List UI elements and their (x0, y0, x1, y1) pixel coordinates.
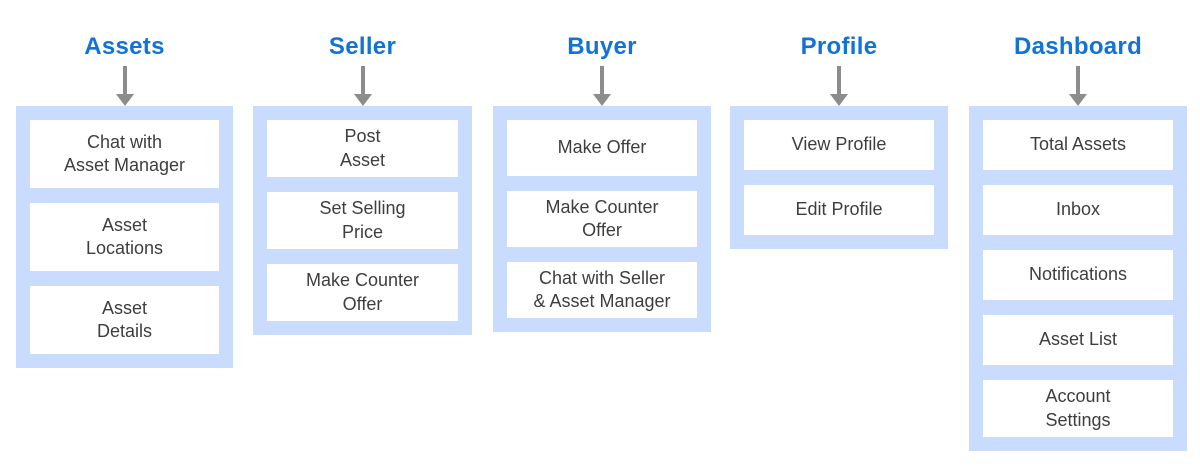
arrow-head (115, 94, 134, 106)
arrow-head (353, 94, 372, 106)
buyer-panel: Make Offer Make Counter Offer Chat with … (493, 106, 711, 332)
feature-item-inbox: Inbox (983, 185, 1173, 235)
arrow-head (1069, 94, 1087, 106)
column-title-buyer: Buyer (567, 33, 637, 60)
down-arrow-icon (830, 66, 848, 106)
column-title-assets: Assets (84, 33, 165, 60)
profile-panel: View Profile Edit Profile (730, 106, 948, 249)
column-dashboard: Dashboard Total Assets Inbox Notificatio… (969, 32, 1187, 451)
dashboard-panel: Total Assets Inbox Notifications Asset L… (969, 106, 1187, 451)
column-buyer: Buyer Make Offer Make Counter Offer Chat… (493, 32, 711, 332)
feature-item-set-selling-price: Set Selling Price (267, 192, 458, 249)
down-arrow-icon (1069, 66, 1087, 106)
column-title-profile: Profile (800, 33, 878, 60)
arrow-head (830, 94, 848, 106)
down-arrow-icon (593, 66, 611, 106)
arrow-shaft (1076, 66, 1080, 94)
feature-item-asset-details: Asset Details (30, 286, 219, 354)
arrow-shaft (360, 66, 365, 94)
feature-item-total-assets: Total Assets (983, 120, 1173, 170)
down-arrow-icon (115, 66, 134, 106)
feature-item-make-offer: Make Offer (507, 120, 697, 176)
column-seller: Seller Post Asset Set Selling Price Make… (253, 32, 472, 335)
feature-item-view-profile: View Profile (744, 120, 934, 170)
down-arrow-icon (353, 66, 372, 106)
column-title-dashboard: Dashboard (1013, 33, 1143, 60)
feature-item-make-counter-offer: Make Counter Offer (267, 264, 458, 321)
feature-item-edit-profile: Edit Profile (744, 185, 934, 235)
feature-item-post-asset: Post Asset (267, 120, 458, 177)
feature-item-asset-locations: Asset Locations (30, 203, 219, 271)
arrow-shaft (122, 66, 127, 94)
arrow-head (593, 94, 611, 106)
column-profile: Profile View Profile Edit Profile (730, 32, 948, 249)
seller-panel: Post Asset Set Selling Price Make Counte… (253, 106, 472, 335)
arrow-shaft (837, 66, 841, 94)
feature-item-account-settings: Account Settings (983, 380, 1173, 437)
arrow-shaft (600, 66, 604, 94)
feature-item-chat-with-seller-and-asset-manager: Chat with Seller & Asset Manager (507, 262, 697, 318)
feature-item-asset-list: Asset List (983, 315, 1173, 365)
feature-item-notifications: Notifications (983, 250, 1173, 300)
feature-item-chat-with-asset-manager: Chat with Asset Manager (30, 120, 219, 188)
column-title-seller: Seller (328, 33, 397, 60)
column-assets: Assets Chat with Asset Manager Asset Loc… (16, 32, 233, 368)
feature-item-make-counter-offer: Make Counter Offer (507, 191, 697, 247)
assets-panel: Chat with Asset Manager Asset Locations … (16, 106, 233, 368)
